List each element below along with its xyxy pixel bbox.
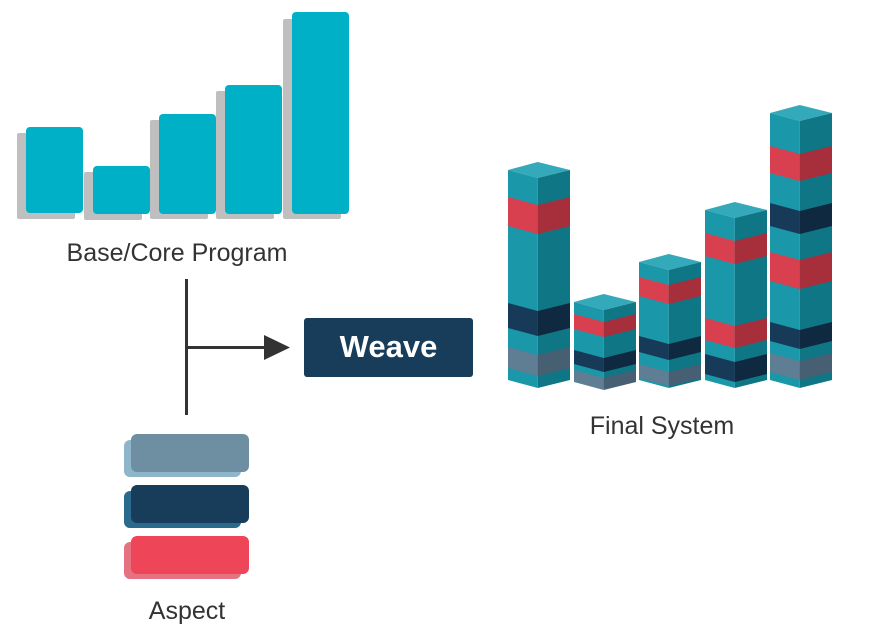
pillar-band-navy: [770, 322, 800, 349]
aspect-stack: [124, 434, 249, 579]
pillar-band-navy: [705, 354, 735, 382]
pillar-band-gray-side: [668, 364, 701, 386]
pillar-side: [799, 113, 832, 388]
pillar-band-gray: [639, 364, 669, 386]
pillar-band-red: [639, 277, 669, 304]
pillar-band-red: [705, 318, 735, 348]
pillar-band-gray: [770, 353, 800, 380]
final-system-pillars: [508, 105, 832, 390]
aspect-red: [131, 536, 249, 574]
pillar-top: [508, 162, 570, 178]
pillar-top: [770, 105, 832, 121]
pillar-band-red-side: [668, 277, 701, 304]
base-bar-5: [292, 12, 349, 214]
pillar-front: [770, 113, 800, 388]
aspect-gray: [131, 434, 249, 472]
pillar-band-red-side: [734, 233, 767, 264]
pillar-band-navy-side: [603, 350, 636, 372]
aspect-label: Aspect: [149, 597, 225, 625]
pillar-band-red-side: [537, 197, 570, 234]
pillar-band-navy: [508, 303, 538, 336]
pillar-band-navy-side: [537, 303, 570, 336]
pillar-band-red-side: [603, 314, 636, 337]
pillar-3: [639, 254, 701, 388]
pillar-band-gray-side: [603, 370, 636, 390]
weave-box-background: [304, 318, 473, 377]
connector: [185, 279, 290, 415]
pillar-band-red-side: [734, 318, 767, 348]
pillar-band-red: [770, 252, 800, 289]
pillar-band-navy: [639, 336, 669, 360]
pillar-band-navy-side: [799, 203, 832, 234]
aspect-navy: [131, 485, 249, 523]
pillar-band-red: [705, 233, 735, 264]
pillar-band-navy: [574, 350, 604, 372]
pillar-band-red-side: [799, 252, 832, 289]
arrow-head-icon: [264, 335, 290, 360]
weave-box: Weave: [304, 318, 473, 377]
base-bar-4: [225, 85, 282, 214]
pillar-1: [508, 162, 570, 388]
pillar-band-navy: [770, 203, 800, 234]
pillar-band-gray: [574, 370, 604, 390]
pillar-top: [705, 202, 767, 218]
pillar-top: [639, 254, 701, 270]
pillar-band-gray-side: [537, 347, 570, 376]
pillar-top: [574, 294, 636, 310]
weave-label: Weave: [340, 329, 438, 364]
pillar-band-navy-side: [668, 336, 701, 360]
pillar-band-gray-side: [799, 353, 832, 380]
pillar-4: [705, 202, 767, 388]
pillar-band-navy-side: [734, 354, 767, 382]
final-system-label: Final System: [590, 412, 734, 440]
pillar-band-red: [770, 146, 800, 181]
pillar-band-navy-side: [799, 322, 832, 349]
pillar-band-red: [574, 314, 604, 337]
base-bar-3: [159, 114, 216, 214]
pillar-band-red-side: [799, 146, 832, 181]
base-program-bars: [17, 12, 349, 220]
pillar-band-red: [508, 197, 538, 234]
base-program-label: Base/Core Program: [67, 239, 288, 267]
pillar-2: [574, 294, 636, 390]
pillar-band-gray: [508, 347, 538, 376]
base-bar-1: [26, 127, 83, 213]
pillar-5: [770, 105, 832, 388]
base-bar-2: [93, 166, 150, 214]
